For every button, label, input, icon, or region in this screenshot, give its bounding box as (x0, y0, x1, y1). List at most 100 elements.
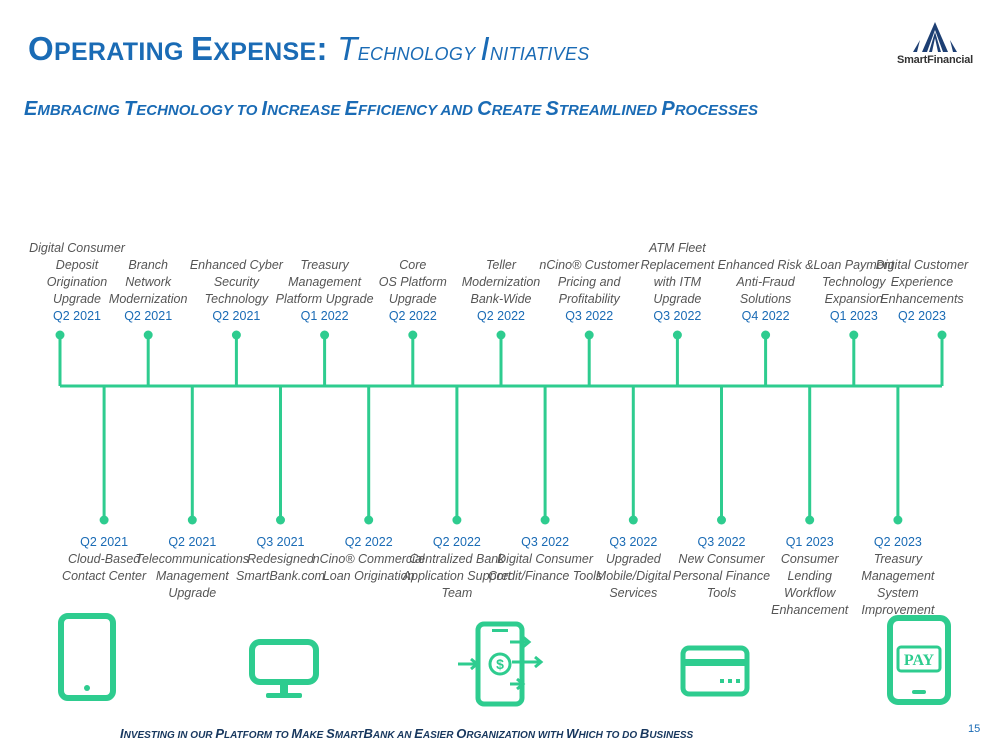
milestone-dot (187, 515, 197, 525)
footer-tagline-part: AKE (302, 730, 327, 741)
milestone-label: Treasury Management System Improvement (861, 552, 935, 617)
milestone-label: nCino® Commercial Loan Origination (312, 552, 425, 583)
milestone: Digital Customer Experience Enhancements… (847, 257, 997, 325)
milestone-date: Q3 2021 (256, 535, 305, 549)
title-sub-part: ECHNOLOGY (357, 44, 481, 64)
milestone-dot (231, 330, 241, 340)
footer-tagline-part: W (566, 726, 579, 741)
footer-tagline-part: ASIER (422, 730, 457, 741)
footer-tagline-part: O (456, 726, 467, 741)
milestone-label: Branch Network Modernization (108, 258, 188, 306)
milestone-label: Enhanced Cyber Security Technology (189, 258, 283, 306)
milestone-dot (584, 330, 594, 340)
footer-tagline-part: HICH TO DO (578, 730, 640, 741)
milestone-date: Q3 2022 (521, 535, 570, 549)
milestone-date: Q2 2021 (80, 535, 129, 549)
milestone-dot (276, 515, 285, 525)
milestone-date: Q3 2022 (609, 535, 658, 549)
logo-text: SmartFinancial (896, 54, 974, 66)
milestone-date: Q3 2022 (653, 309, 702, 323)
page-subtitle-part: FFICIENCY AND (357, 102, 478, 119)
milestone-label: Treasury Management Platform Upgrade (275, 258, 374, 306)
milestone-label: nCino® Customer Pricing and Profitabilit… (539, 258, 639, 306)
milestone-date: Q1 2022 (300, 309, 349, 323)
milestone-label: Centralized Bank Application Support Tea… (402, 552, 512, 600)
milestone-date: Q2 2022 (477, 309, 525, 323)
footer-tagline-part: NVESTING IN OUR (123, 730, 216, 741)
milestone-dot (364, 515, 374, 525)
milestone-dot (893, 515, 903, 525)
logo-mark-icon (913, 22, 957, 52)
milestone-dot (408, 330, 418, 340)
title-sub-part: I (480, 30, 490, 67)
page-subtitle-part: T (124, 98, 137, 120)
milestone: Treasury Management Platform Upgrade Q1 2… (250, 257, 400, 325)
milestone-dot (99, 515, 109, 525)
milestone-date: Q2 2022 (432, 535, 481, 549)
milestone-label: Digital Consumer Credit/Finance Tools (488, 552, 603, 583)
milestone-dot (761, 330, 771, 340)
tablet-icon (58, 613, 116, 701)
page-title: OPERATING EXPENSE: TECHNOLOGY INITIATIVE… (28, 30, 590, 68)
milestone-dot (628, 515, 638, 525)
footer-tagline-part: ANK AN (372, 730, 415, 741)
title-main: OPERATING EXPENSE: (28, 30, 328, 67)
milestone: Digital Consumer Deposit Origination Upg… (2, 240, 152, 325)
title-main-part: O (28, 30, 54, 67)
footer-tagline-part: E (414, 726, 423, 741)
milestone-dot (540, 515, 550, 525)
title-main-part: PERATING (53, 38, 191, 66)
milestone-label: New Consumer Personal Finance Tools (672, 552, 771, 600)
milestone-date: Q2 2022 (388, 309, 437, 323)
milestone-dot (55, 330, 65, 340)
footer-tagline-part: M (291, 726, 303, 741)
milestone-date: Q3 2022 (565, 309, 614, 323)
milestone: Enhanced Cyber Security Technology Q2 202… (161, 257, 311, 325)
credit-card-icon (680, 645, 750, 697)
milestone-label: Redesigned SmartBank.com (236, 552, 325, 583)
page-subtitle-part: E (344, 98, 358, 120)
page-subtitle-part: TREAMLINED (558, 102, 662, 119)
milestone-dot (805, 515, 815, 525)
milestone-date: Q2 2023 (898, 309, 946, 323)
milestone-dot (320, 330, 330, 340)
milestone-date: Q2 2021 (212, 309, 261, 323)
footer-tagline-part: MART (334, 730, 364, 741)
milestone-label: Enhanced Risk & Anti-Fraud Solutions (717, 258, 814, 306)
milestone-label: Digital Customer Experience Enhancements (875, 258, 969, 306)
title-sub-part: NITIATIVES (489, 44, 590, 64)
page-subtitle-part: REATE (491, 102, 546, 119)
milestone-label: Digital Consumer Deposit Origination Upg… (29, 241, 125, 306)
milestone-date: Q2 2022 (344, 535, 393, 549)
page-subtitle-part: S (545, 98, 559, 120)
footer-tagline-part: B (363, 726, 373, 741)
page-subtitle: EMBRACING TECHNOLOGY TO INCREASE EFFICIE… (24, 98, 758, 121)
milestone-dot (452, 515, 462, 525)
milestone-date: Q2 2021 (124, 309, 173, 323)
title-sub: TECHNOLOGY INITIATIVES (337, 30, 589, 67)
page-subtitle-part: P (661, 98, 675, 120)
milestone-dot (937, 330, 947, 340)
title-main-part: : (316, 30, 328, 67)
milestone-dot (849, 330, 859, 340)
title-main-part: XPENSE (213, 38, 317, 66)
milestone-dot (672, 330, 682, 340)
page-subtitle-part: I (261, 98, 268, 120)
page-subtitle-part: NCREASE (267, 102, 345, 119)
dollar-sign: $ (496, 656, 504, 672)
milestone-date: Q1 2023 (785, 535, 834, 549)
pay-phone-icon: PAY (887, 615, 951, 705)
footer-tagline-part: P (215, 726, 224, 741)
page-subtitle-part: E (24, 98, 38, 120)
footer-tagline: INVESTING IN OUR PLATFORM TO MAKE SMARTB… (120, 726, 693, 741)
